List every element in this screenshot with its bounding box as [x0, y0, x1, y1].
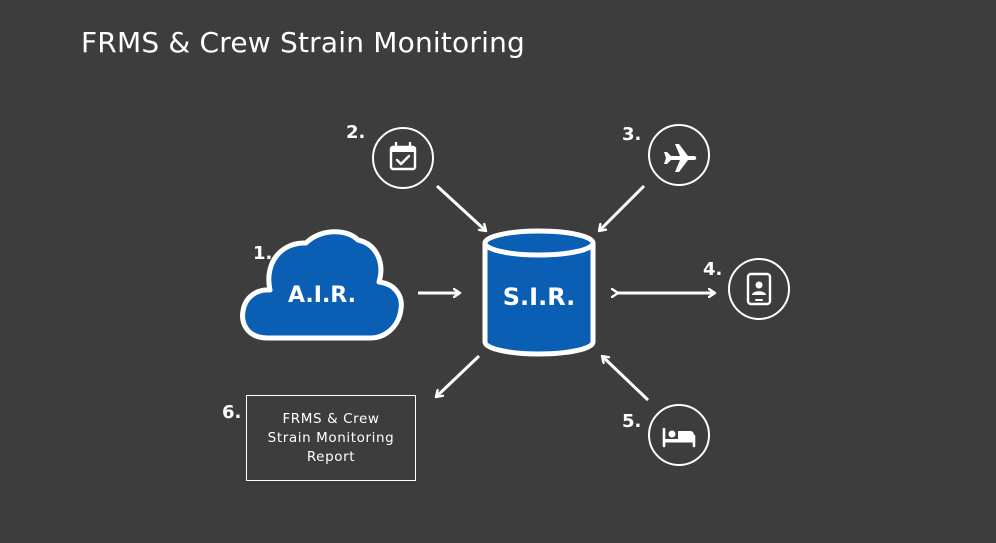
roster-node [372, 127, 434, 189]
arrow-roster-to-sir [435, 184, 486, 231]
rest-node [648, 404, 710, 466]
node-number-rest: 5. [622, 411, 642, 432]
arrow-rest-to-sir [602, 356, 650, 402]
air-label: A.I.R. [287, 283, 357, 308]
tablet-user-icon [746, 272, 772, 306]
sir-label: S.I.R. [502, 283, 576, 311]
calendar-check-icon [389, 141, 417, 171]
report-line-2: Strain Monitoring [267, 429, 395, 446]
node-number-air: 1. [253, 243, 273, 264]
report-box: FRMS & Crew Strain Monitoring Report [246, 395, 416, 481]
tablet-node [728, 258, 790, 320]
report-line-3: Report [306, 448, 356, 465]
node-number-report: 6. [222, 402, 242, 423]
arrow-flight-to-sir [599, 184, 646, 231]
node-number-flight: 3. [622, 124, 642, 145]
bed-icon [662, 427, 696, 448]
flight-node [648, 124, 710, 186]
report-line-1: FRMS & Crew [282, 410, 380, 427]
arrow-sir-to-report [436, 354, 481, 397]
node-number-roster: 2. [346, 122, 366, 143]
node-number-tablet: 4. [703, 259, 723, 280]
page-title: FRMS & Crew Strain Monitoring [81, 26, 525, 59]
airplane-icon [664, 144, 697, 172]
